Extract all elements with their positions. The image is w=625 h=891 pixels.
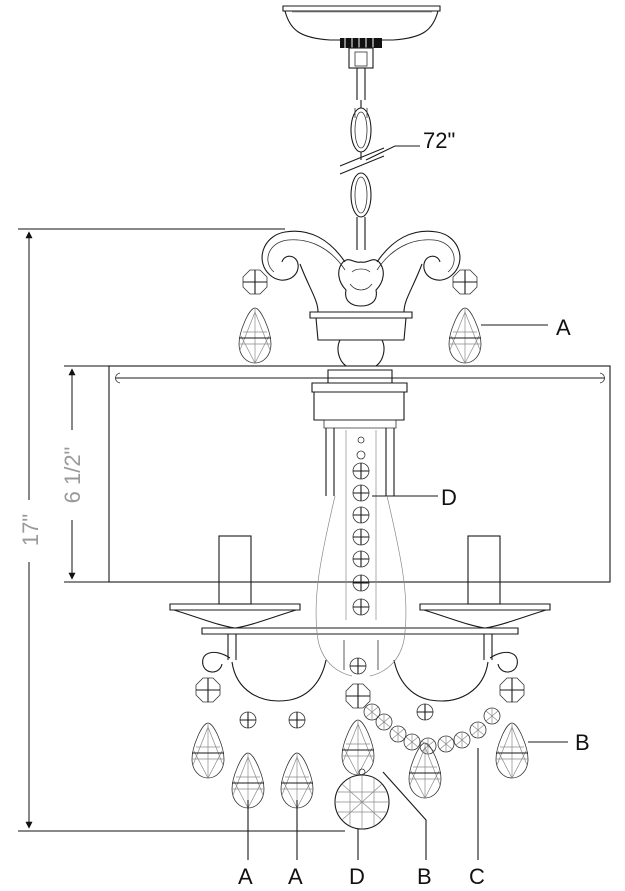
label-bottom-c: C xyxy=(469,864,485,889)
lower-crystal-a1 xyxy=(231,711,265,809)
label-bottom-a2: A xyxy=(288,864,303,889)
label-d-stem: D xyxy=(441,485,457,510)
upper-arms xyxy=(261,230,461,367)
crystal-ball xyxy=(334,768,390,830)
overall-height-dimension xyxy=(18,228,345,832)
label-bottom-a1: A xyxy=(238,864,253,889)
center-stem xyxy=(325,428,438,620)
lower-crystal-a2 xyxy=(280,711,314,809)
lower-crystal-far-left xyxy=(191,677,225,779)
shade-height-label: 6 1/2" xyxy=(60,447,85,504)
shade-height-dimension xyxy=(60,365,109,583)
bottom-leaders xyxy=(247,748,479,860)
lower-crystal-right-inner xyxy=(408,703,442,799)
upper-crystal-right xyxy=(448,269,548,364)
lower-crystal-b xyxy=(495,677,568,779)
label-b-right: B xyxy=(575,730,590,755)
lower-crystal-center xyxy=(341,657,375,776)
overall-height-label: 17" xyxy=(18,514,43,546)
label-a-upper: A xyxy=(556,315,571,340)
ceiling-canopy xyxy=(282,5,441,48)
drum-shade xyxy=(108,365,611,583)
label-bottom-b: B xyxy=(417,864,432,889)
chain-length-label: 72" xyxy=(423,128,455,153)
hanging-chain xyxy=(339,47,420,250)
upper-crystal-left xyxy=(238,269,272,364)
lower-candle-section xyxy=(169,495,551,702)
label-bottom-d: D xyxy=(349,864,365,889)
